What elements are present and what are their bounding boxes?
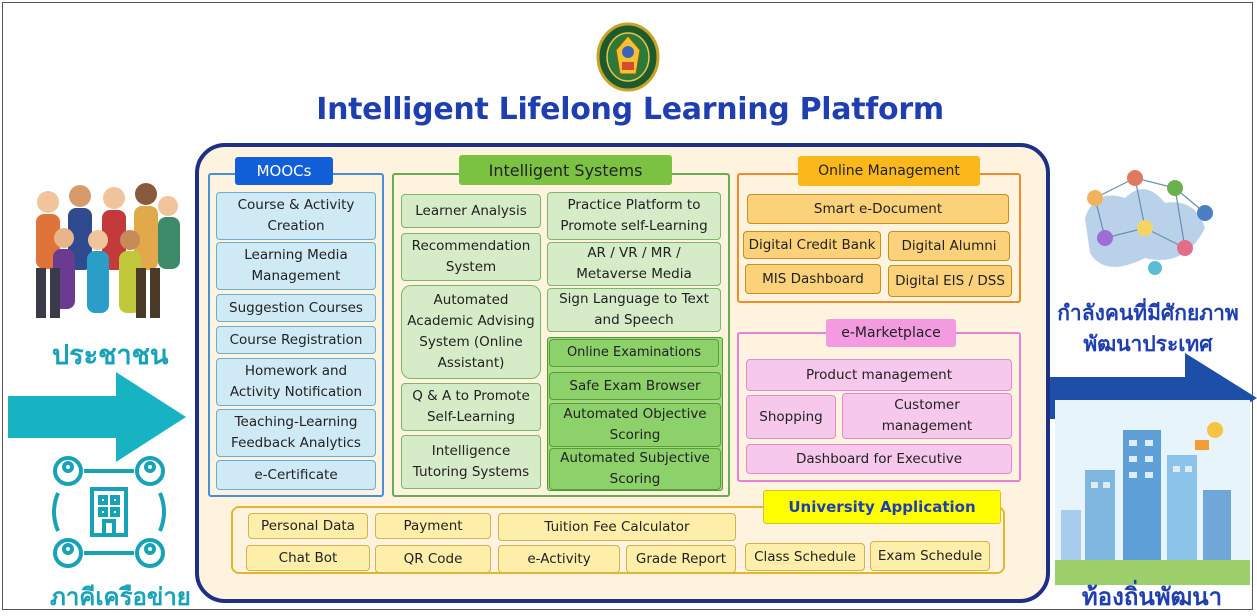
online-exam-header: Online Examinations bbox=[549, 339, 719, 367]
market-item-product-management[interactable]: Product management bbox=[746, 359, 1012, 391]
mgmt-item-mis-dashboard[interactable]: MIS Dashboard bbox=[745, 264, 881, 294]
mgmt-item-digital-alumni[interactable]: Digital Alumni bbox=[888, 231, 1010, 261]
exam-item-objective-scoring[interactable]: Automated Objective Scoring bbox=[549, 403, 721, 447]
market-item-shopping[interactable]: Shopping bbox=[746, 395, 836, 439]
global-network-map-icon bbox=[1085, 170, 1213, 275]
exam-item-safe-browser[interactable]: Safe Exam Browser bbox=[549, 372, 721, 400]
intel-item-academic-advising[interactable]: Automated Academic Advising System (Onli… bbox=[401, 285, 541, 379]
app-item-chat-bot[interactable]: Chat Bot bbox=[246, 545, 370, 571]
intel-item-qa-self-learning[interactable]: Q & A to Promote Self-Learning bbox=[401, 383, 541, 431]
mgmt-item-digital-credit-bank[interactable]: Digital Credit Bank bbox=[743, 231, 881, 259]
market-item-customer-management[interactable]: Customer management bbox=[842, 393, 1012, 439]
exam-item-subjective-scoring[interactable]: Automated Subjective Scoring bbox=[549, 448, 721, 490]
app-item-e-activity[interactable]: e-Activity bbox=[498, 545, 620, 573]
intel-item-ar-vr-media[interactable]: AR / VR / MR / Metaverse Media bbox=[547, 242, 721, 286]
right-arrow-teal bbox=[8, 372, 186, 462]
people-label: ประชาชน bbox=[52, 340, 169, 371]
intel-item-recommendation-system[interactable]: Recommendation System bbox=[401, 233, 541, 281]
app-item-qr-code[interactable]: QR Code bbox=[375, 545, 491, 573]
intel-item-learner-analysis[interactable]: Learner Analysis bbox=[401, 194, 541, 228]
intelligent-systems-header: Intelligent Systems bbox=[459, 155, 672, 185]
workforce-label-line1: กำลังคนที่มีศักยภาพ bbox=[1057, 301, 1239, 325]
network-label: ภาคีเครือข่าย bbox=[50, 583, 191, 611]
intel-item-sign-language[interactable]: Sign Language to Text and Speech bbox=[547, 288, 721, 332]
app-item-tuition-fee-calculator[interactable]: Tuition Fee Calculator bbox=[498, 513, 736, 541]
smart-city-illustration bbox=[1055, 400, 1250, 585]
app-item-payment[interactable]: Payment bbox=[375, 513, 491, 539]
local-label: ท้องถิ่นพัฒนา bbox=[1081, 583, 1223, 611]
market-item-dashboard-executive[interactable]: Dashboard for Executive bbox=[746, 444, 1012, 474]
e-marketplace-header: e-Marketplace bbox=[826, 319, 956, 347]
intel-item-practice-platform[interactable]: Practice Platform to Promote self-Learni… bbox=[547, 192, 721, 240]
people-crowd-icon bbox=[36, 183, 180, 318]
moocs-item-course-activity-creation[interactable]: Course & Activity Creation bbox=[216, 192, 376, 240]
moocs-item-suggestion-courses[interactable]: Suggestion Courses bbox=[216, 294, 376, 322]
app-item-exam-schedule[interactable]: Exam Schedule bbox=[870, 541, 990, 571]
online-management-header: Online Management bbox=[798, 156, 980, 186]
app-item-personal-data[interactable]: Personal Data bbox=[248, 513, 368, 539]
app-item-grade-report[interactable]: Grade Report bbox=[626, 545, 736, 573]
university-application-section bbox=[231, 506, 1005, 574]
page-title: Intelligent Lifelong Learning Platform bbox=[316, 92, 944, 127]
moocs-item-feedback-analytics[interactable]: Teaching-Learning Feedback Analytics bbox=[216, 409, 376, 457]
moocs-item-homework-notification[interactable]: Homework and Activity Notification bbox=[216, 358, 376, 406]
mgmt-item-digital-eis-dss[interactable]: Digital EIS / DSS bbox=[888, 265, 1012, 297]
network-building-icon bbox=[52, 456, 166, 568]
workforce-label-line2: พัฒนาประเทศ bbox=[1083, 332, 1213, 356]
app-item-class-schedule[interactable]: Class Schedule bbox=[745, 543, 865, 571]
moocs-item-course-registration[interactable]: Course Registration bbox=[216, 326, 376, 354]
moocs-item-learning-media-management[interactable]: Learning Media Management bbox=[216, 242, 376, 290]
intel-item-tutoring-systems[interactable]: Intelligence Tutoring Systems bbox=[401, 435, 541, 489]
mgmt-item-smart-e-document[interactable]: Smart e-Document bbox=[747, 194, 1009, 224]
university-application-header: University Application bbox=[763, 490, 1001, 524]
moocs-header: MOOCs bbox=[235, 157, 333, 185]
moocs-item-e-certificate[interactable]: e-Certificate bbox=[216, 460, 376, 490]
university-emblem-logo bbox=[596, 22, 660, 92]
